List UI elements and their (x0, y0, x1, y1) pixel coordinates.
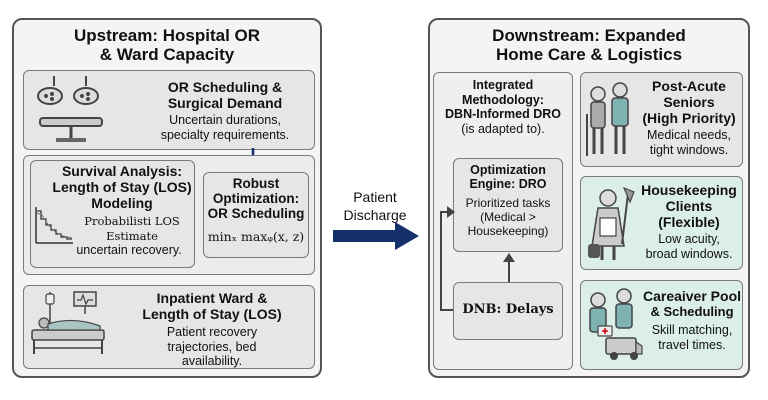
upstream-title-line2: & Ward Capacity (99, 45, 235, 64)
survival-analysis-box (30, 160, 195, 268)
downstream-title-line1: Downstream: Expanded (492, 26, 686, 45)
engine-text-line2: (Medical > (480, 210, 536, 224)
survival-text-line3: uncertain recovery. (76, 243, 182, 257)
seniors-title: Post-Acute Seniors (High Priority) (636, 78, 742, 126)
engine-title-line2: Engine: DRO (469, 177, 547, 191)
post-acute-seniors-box (580, 72, 743, 167)
caregiver-text-line1: Skill matching, (651, 323, 733, 337)
ward-text: Patient recovery trajectories, bed avail… (112, 325, 312, 369)
caregiver-text: Skill matching, travel times. (640, 323, 744, 352)
or-box-text-line1: Uncertain durations, (169, 113, 281, 127)
or-box-title: OR Scheduling & Surgical Demand (140, 79, 310, 111)
robust-optimization-box (203, 172, 309, 258)
housekeeping-text: Low acuity, broad windows. (636, 232, 742, 261)
housekeeper-icon (588, 186, 635, 260)
survival-title-line2: Length of Stay (LOS) (52, 179, 192, 195)
or-box-title-line2: Surgical Demand (167, 95, 283, 111)
housekeeping-text-line2: broad windows. (645, 246, 733, 261)
seniors-title-line2: Seniors (663, 94, 715, 110)
ward-text-line1: Patient recovery (166, 325, 258, 339)
ward-title-line2: Length of Stay (LOS) (142, 306, 282, 322)
robust-title-line3: OR Scheduling (207, 206, 305, 221)
survival-title-line1: Survival Analysis: (61, 163, 183, 179)
caregiver-title-line1: Careaiver Pool (642, 288, 742, 304)
ward-title: Inpatient Ward & Length of Stay (LOS) (112, 290, 312, 322)
surgical-lights-icon (37, 76, 99, 105)
caregiver-pool-box (580, 280, 743, 370)
or-box-title-line1: OR Scheduling & (167, 79, 283, 95)
robust-title-line1: Robust (232, 176, 280, 191)
seniors-text-line2: tight windows. (649, 142, 729, 157)
downstream-title: Downstream: Expanded Home Care & Logisti… (428, 26, 750, 64)
hospital-bed-icon (31, 291, 105, 354)
methodology-heading: Integrated Methodology: DBN-Informed DRO… (433, 78, 573, 136)
seniors-title-line3: (High Priority) (642, 110, 736, 126)
survival-text: Probabilisti LOS Estimate uncertain reco… (70, 214, 194, 258)
robust-title-line2: Optimization: (212, 191, 300, 206)
survival-title-line3: Modeling (91, 195, 153, 211)
discharge-label-line2: Discharge (343, 207, 407, 223)
downstream-title-line2: Home Care & Logistics (495, 45, 683, 64)
engine-text-line3: Housekeeping) (467, 224, 549, 238)
or-box-text: Uncertain durations, specialty requireme… (140, 113, 310, 142)
seniors-title-line1: Post-Acute (652, 78, 726, 94)
discharge-arrow (333, 222, 419, 250)
upstream-title-line1: Upstream: Hospital OR (73, 26, 261, 45)
dnb-delays-box (453, 282, 563, 340)
or-box-text-line2: specialty requirements. (160, 127, 290, 142)
caregiver-text-line2: travel times. (658, 337, 726, 352)
housekeeping-title-line3: (Flexible) (658, 214, 720, 230)
upstream-title: Upstream: Hospital OR & Ward Capacity (12, 26, 322, 64)
discharge-label: Patient Discharge (330, 188, 420, 224)
ward-text-line3: availability. (181, 354, 243, 368)
caregiver-title-line2: & Scheduling (650, 304, 734, 319)
feedback-loop-arrow (440, 206, 455, 311)
methodology-line1: Integrated Methodology: (462, 78, 544, 107)
survival-text-line1: Probabilisti LOS (84, 214, 180, 228)
robust-formula: minₓ maxᵩ(x, z) (207, 229, 305, 244)
caregiver-title: Careaiver Pool & Scheduling (640, 288, 744, 320)
housekeeping-title-line1: Housekeeping (641, 182, 737, 198)
engine-text: Prioritized tasks (Medical > Housekeepin… (453, 196, 563, 238)
ward-text-line2: trajectories, bed (167, 339, 257, 354)
survival-curve-icon (35, 207, 73, 244)
robust-title: Robust Optimization: OR Scheduling (203, 176, 309, 221)
survival-text-line2: Estimate (106, 228, 158, 243)
optimization-engine-box (453, 158, 563, 252)
housekeeping-title-line2: Clients (665, 198, 713, 214)
operating-table-icon (39, 117, 103, 142)
housekeeping-text-line1: Low acuity, (658, 232, 720, 246)
seniors-icon (586, 82, 629, 156)
seniors-text: Medical needs, tight windows. (636, 128, 742, 157)
housekeeping-title: Housekeeping Clients (Flexible) (636, 182, 742, 230)
seniors-text-line1: Medical needs, (646, 128, 732, 142)
engine-title: Optimization Engine: DRO (453, 163, 563, 191)
caregivers-van-icon (589, 288, 643, 360)
discharge-label-line1: Patient (353, 189, 397, 205)
methodology-line2: DBN-Informed DRO (445, 107, 561, 121)
methodology-line3: (is adapted to). (461, 121, 545, 136)
ward-title-line1: Inpatient Ward & (156, 290, 268, 306)
dnb-label: DNB: Delays (462, 302, 554, 317)
engine-title-line1: Optimization (470, 163, 546, 177)
engine-text-line1: Prioritized tasks (465, 196, 551, 210)
dnb-to-engine-arrow (503, 253, 515, 282)
survival-title: Survival Analysis: Length of Stay (LOS) … (52, 163, 192, 211)
